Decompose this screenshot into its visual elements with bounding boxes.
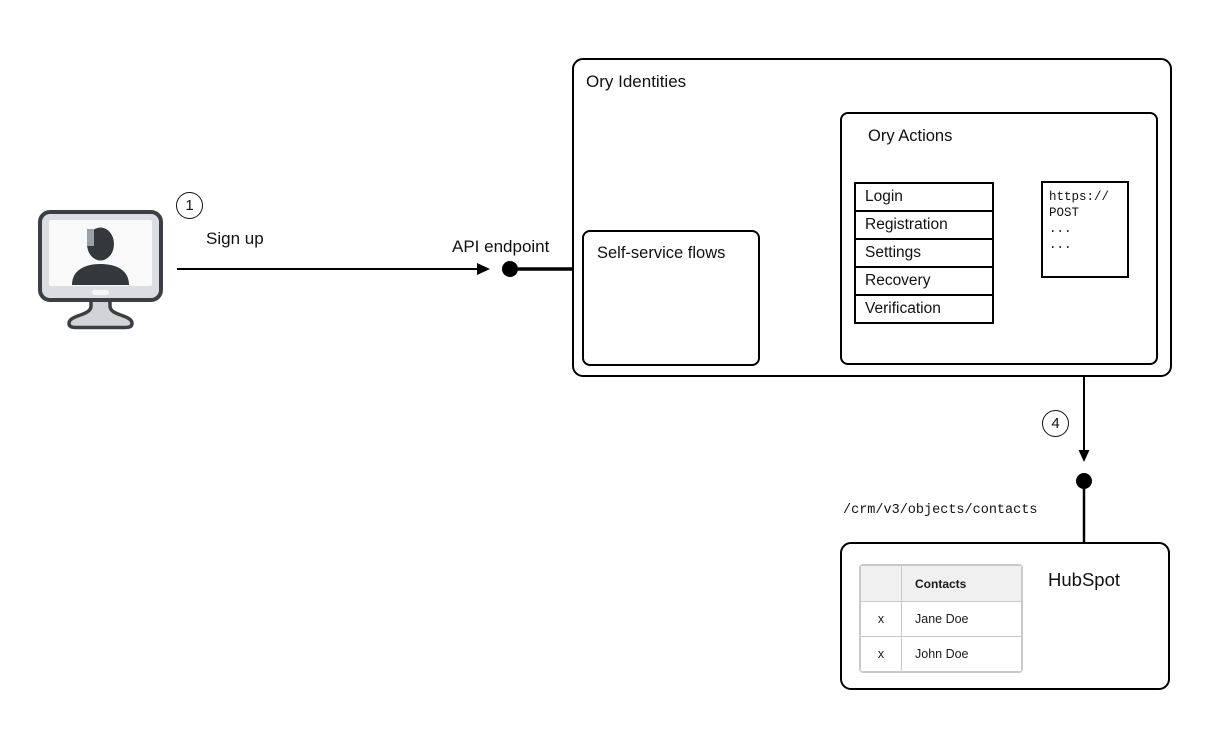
code-line: https:// <box>1049 190 1110 204</box>
code-line: POST <box>1049 206 1080 220</box>
ory-identities-title: Ory Identities <box>586 72 687 91</box>
step-number: 1 <box>185 197 194 214</box>
step-badge-1: 1 <box>176 192 203 219</box>
contact-name-cell: John Doe <box>901 636 1022 672</box>
self-service-flows-box: Self-service flows <box>582 230 760 366</box>
step-badge-4: 4 <box>1042 410 1069 437</box>
flow-row-settings: Settings <box>854 238 994 268</box>
contacts-header-label: Contacts <box>901 565 1022 602</box>
crm-path-label: /crm/v3/objects/contacts <box>843 503 1038 518</box>
self-service-flows-title: Self-service flows <box>597 244 726 262</box>
sign-up-label: Sign up <box>206 229 264 248</box>
flow-row-login: Login <box>854 182 994 212</box>
contacts-header-row: Contacts <box>860 565 1022 602</box>
flow-row-verification: Verification <box>854 294 994 324</box>
contact-delete-cell: x <box>860 601 902 637</box>
flow-list: Login Registration Settings Recovery Ver… <box>854 182 994 324</box>
user-terminal-icon <box>38 210 163 330</box>
step-number: 4 <box>1051 415 1060 432</box>
code-line: ... <box>1049 238 1072 252</box>
code-line: ... <box>1049 222 1072 236</box>
flow-row-recovery: Recovery <box>854 266 994 296</box>
contacts-row: x John Doe <box>860 636 1022 672</box>
ory-actions-title: Ory Actions <box>868 127 953 145</box>
hubspot-title: HubSpot <box>1048 569 1120 590</box>
contacts-row: x Jane Doe <box>860 601 1022 637</box>
contact-name-cell: Jane Doe <box>901 601 1022 637</box>
hubspot-box: HubSpot Contacts x Jane Doe x John Doe <box>840 542 1170 690</box>
api-endpoint-label: API endpoint <box>452 237 550 256</box>
contact-delete-cell: x <box>860 636 902 672</box>
contacts-table: Contacts x Jane Doe x John Doe <box>859 564 1023 673</box>
webhook-code-box: https:// POST ... ... <box>1041 181 1129 278</box>
flow-row-registration: Registration <box>854 210 994 240</box>
contacts-header-empty <box>860 565 902 602</box>
